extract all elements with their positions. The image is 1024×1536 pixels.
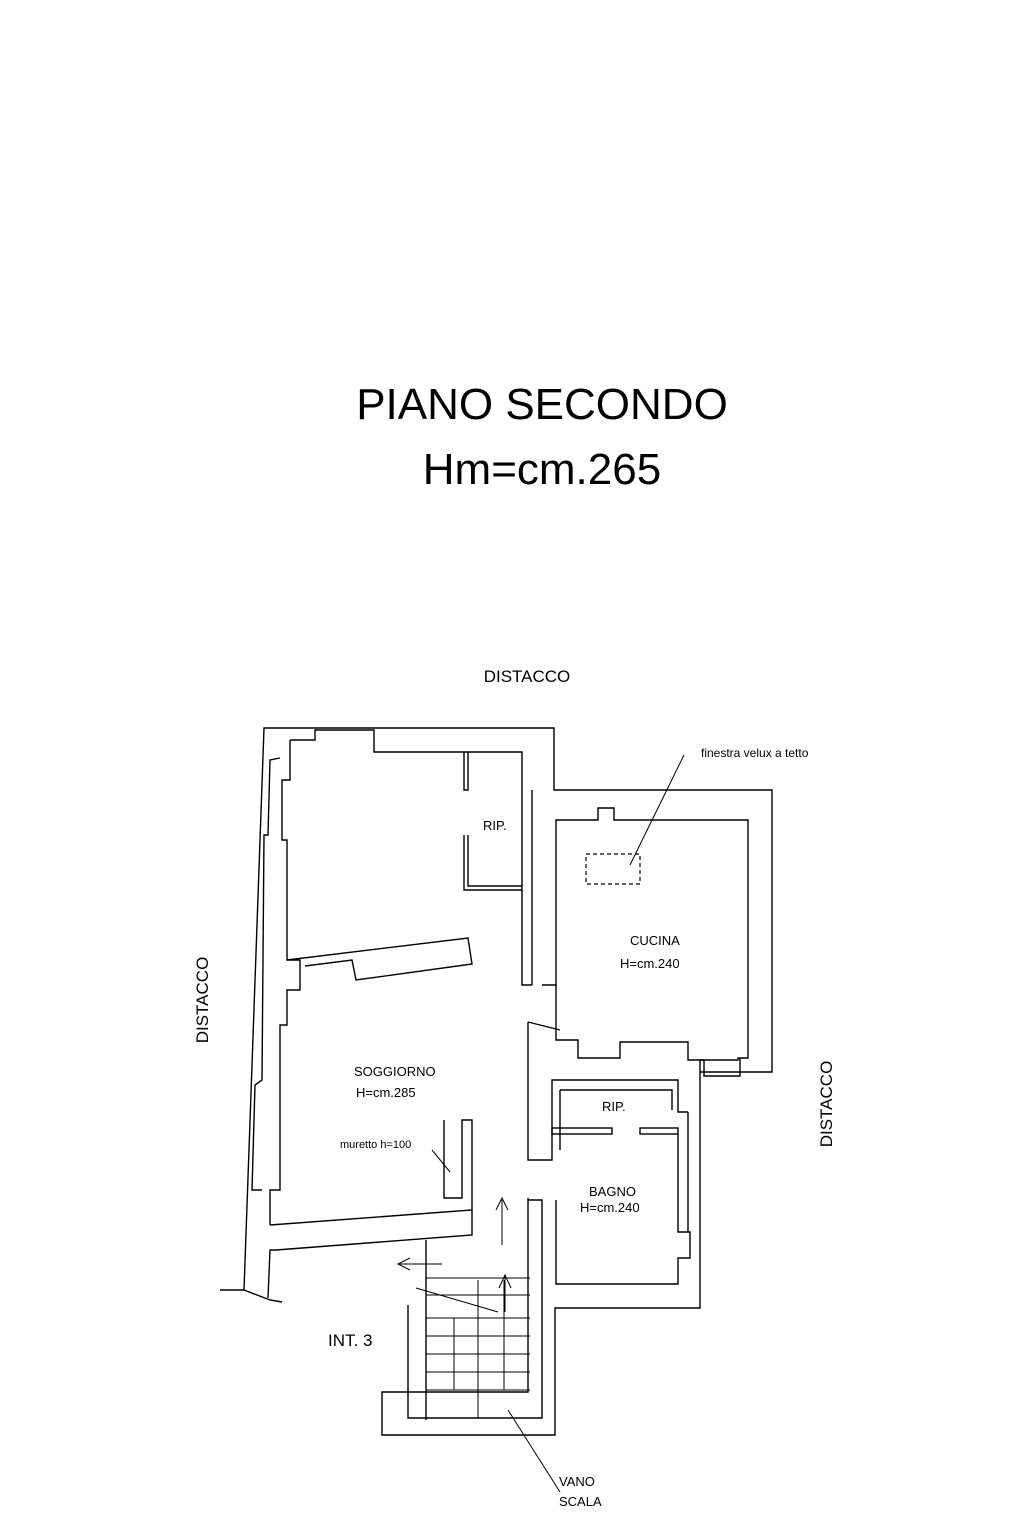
floor-height: Hm=cm.265 xyxy=(422,445,662,494)
label-int: INT. 3 xyxy=(328,1331,372,1350)
rip-bath-block xyxy=(527,1021,691,1285)
stair-steps xyxy=(426,1280,530,1418)
label-rip-upper: RIP. xyxy=(483,818,507,833)
rip-closet-upper xyxy=(463,752,522,891)
muretto-leader-line xyxy=(431,1149,451,1173)
label-cucina: CUCINA xyxy=(630,933,680,948)
label-scala: SCALA xyxy=(559,1494,602,1509)
label-distacco-top: DISTACCO xyxy=(484,667,571,686)
velux-leader-line xyxy=(629,754,685,866)
velux-window xyxy=(585,853,641,885)
living-room xyxy=(267,937,473,1299)
label-vano: VANO xyxy=(559,1474,595,1489)
label-rip-lower: RIP. xyxy=(602,1099,626,1114)
label-soggiorno-height: H=cm.285 xyxy=(356,1085,416,1100)
label-cucina-height: H=cm.240 xyxy=(620,956,680,971)
label-velux: finestra velux a tetto xyxy=(701,746,809,760)
floor-title: PIANO SECONDO xyxy=(356,380,728,429)
stair-well xyxy=(381,1196,561,1493)
label-bagno-height: H=cm.240 xyxy=(580,1200,640,1215)
vano-scala-leader-line xyxy=(507,1409,561,1493)
label-distacco-right: DISTACCO xyxy=(817,1061,836,1148)
label-soggiorno: SOGGIORNO xyxy=(354,1064,436,1079)
label-muretto: muretto h=100 xyxy=(340,1139,411,1151)
kitchen-room xyxy=(531,754,749,1077)
label-distacco-left: DISTACCO xyxy=(193,957,212,1044)
stair-direction-arrows xyxy=(396,1196,512,1313)
exterior-walls xyxy=(220,727,773,1436)
label-bagno: BAGNO xyxy=(589,1184,636,1199)
